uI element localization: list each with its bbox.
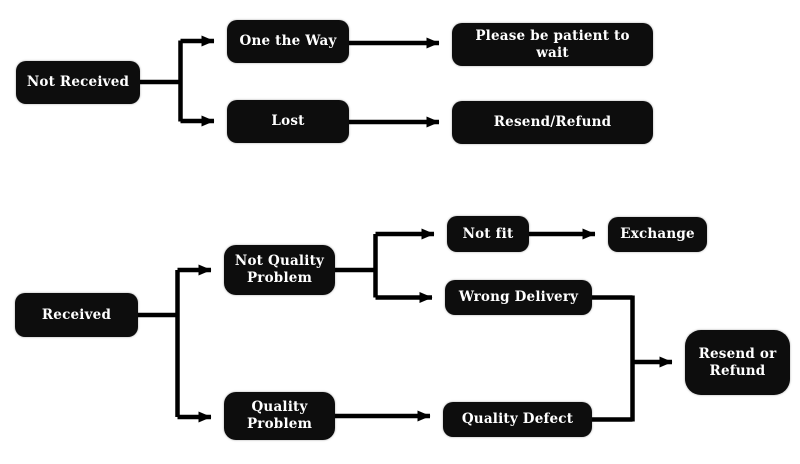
node-please-be-patient: Please be patient to wait bbox=[452, 23, 653, 66]
node-lost: Lost bbox=[227, 100, 349, 143]
node-not-received: Not Received bbox=[16, 61, 140, 104]
node-not-quality-problem: Not Quality Problem bbox=[224, 245, 335, 295]
node-quality-defect: Quality Defect bbox=[443, 402, 592, 437]
node-wrong-delivery: Wrong Delivery bbox=[445, 280, 592, 315]
node-resend-or-refund: Resend or Refund bbox=[685, 330, 790, 395]
node-exchange: Exchange bbox=[608, 217, 707, 252]
node-one-the-way: One the Way bbox=[227, 20, 349, 63]
node-quality-problem: Quality Problem bbox=[224, 392, 335, 440]
node-received: Received bbox=[15, 293, 138, 337]
node-resend-refund: Resend/Refund bbox=[452, 101, 653, 144]
node-not-fit: Not fit bbox=[447, 216, 529, 252]
